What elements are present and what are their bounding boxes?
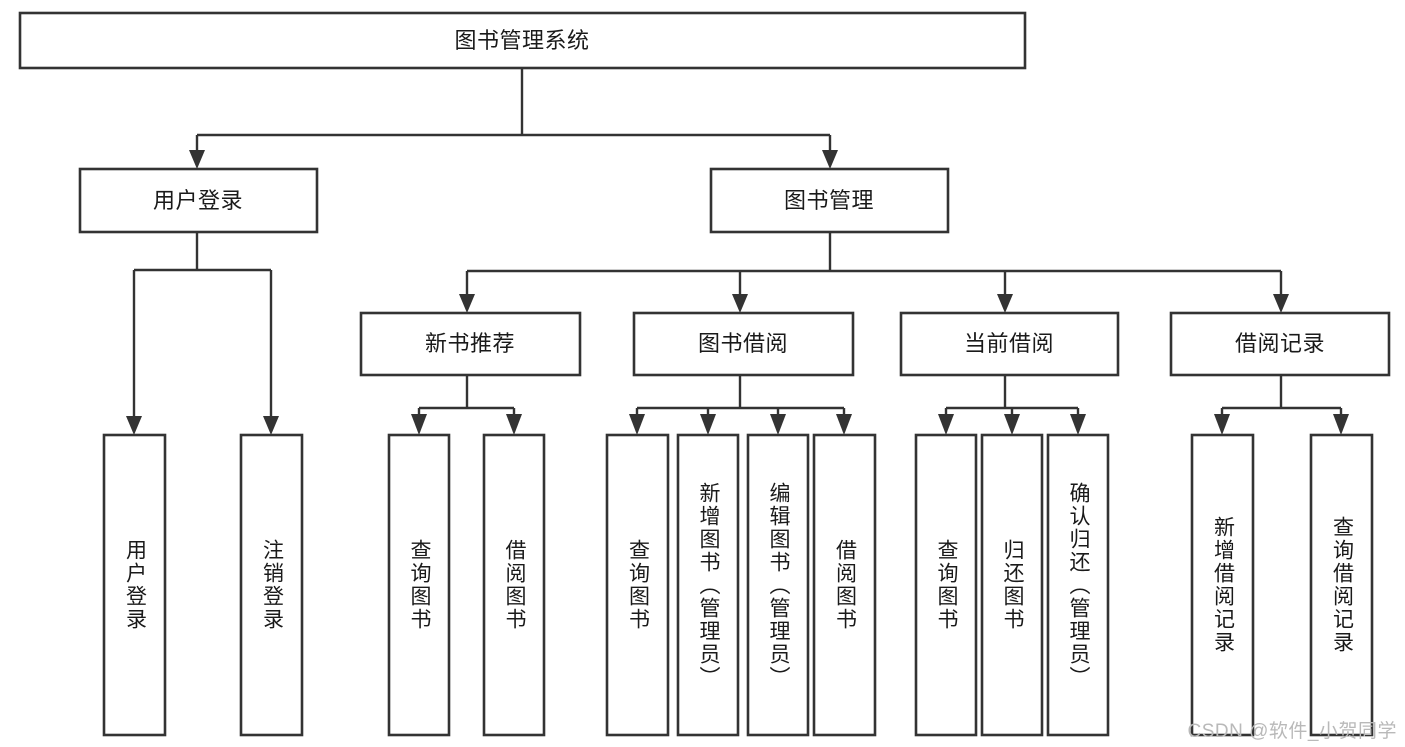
- node-user-login[interactable]: 用户登录: [78, 167, 319, 234]
- arrowhead-cb-confirm-return: [1070, 414, 1086, 435]
- leaf-box-bb-edit-book[interactable]: [746, 433, 810, 737]
- leaf-box-user-login[interactable]: [102, 433, 167, 737]
- node-root-label: 图书管理系统: [454, 28, 589, 53]
- node-book-management-label: 图书管理: [784, 188, 874, 213]
- node-new-book-recommend-label: 新书推荐: [425, 331, 515, 356]
- arrowhead-leaf-user-login: [126, 416, 142, 435]
- arrowhead-current-borrow: [997, 294, 1013, 313]
- connectors: [126, 68, 1349, 435]
- node-book-borrow[interactable]: 图书借阅: [632, 311, 855, 377]
- leaf-box-bb-query-book[interactable]: [605, 433, 670, 737]
- arrowhead-bb-borrow-book: [836, 414, 852, 435]
- node-root[interactable]: 图书管理系统: [18, 11, 1027, 70]
- arrowhead-book-borrow: [732, 294, 748, 313]
- arrowhead-nb-query-book: [411, 414, 427, 435]
- arrowhead-bb-add-book: [700, 414, 716, 435]
- leaf-box-nb-query-book[interactable]: [387, 433, 451, 737]
- leaf-boxes: [102, 433, 1374, 737]
- leaf-box-bb-borrow-book[interactable]: [812, 433, 877, 737]
- leaf-box-logout[interactable]: [239, 433, 304, 737]
- arrowhead-new-book: [459, 294, 475, 313]
- node-book-management-box[interactable]: [709, 167, 950, 234]
- leaf-box-br-query-record[interactable]: [1309, 433, 1374, 737]
- leaf-box-cb-query-book[interactable]: [914, 433, 978, 737]
- arrowhead-bb-query-book: [629, 414, 645, 435]
- node-user-login-box[interactable]: [78, 167, 319, 234]
- node-borrow-records-label: 借阅记录: [1235, 331, 1325, 356]
- arrowhead-nb-borrow-book: [506, 414, 522, 435]
- node-book-management[interactable]: 图书管理: [709, 167, 950, 234]
- node-current-borrow[interactable]: 当前借阅: [899, 311, 1120, 377]
- node-book-borrow-label: 图书借阅: [698, 331, 788, 356]
- node-user-login-label: 用户登录: [153, 188, 243, 213]
- node-new-book-recommend-box[interactable]: [359, 311, 582, 377]
- csdn-watermark: CSDN @软件_小贺同学: [1187, 721, 1397, 742]
- arrowhead-br-query-record: [1333, 414, 1349, 435]
- node-borrow-records[interactable]: 借阅记录: [1169, 311, 1391, 377]
- node-borrow-records-box[interactable]: [1169, 311, 1391, 377]
- node-new-book-recommend[interactable]: 新书推荐: [359, 311, 582, 377]
- arrowhead-cb-query-book: [938, 414, 954, 435]
- node-current-borrow-box[interactable]: [899, 311, 1120, 377]
- arrowhead-book-mgmt: [822, 150, 838, 169]
- node-root-box[interactable]: [18, 11, 1027, 70]
- arrowhead-leaf-logout: [263, 416, 279, 435]
- arrowhead-bb-edit-book: [770, 414, 786, 435]
- leaf-box-bb-add-book[interactable]: [676, 433, 740, 737]
- node-current-borrow-label: 当前借阅: [964, 331, 1054, 356]
- arrowhead-cb-return-book: [1004, 414, 1020, 435]
- arrowhead-user-login: [189, 150, 205, 169]
- node-book-borrow-box[interactable]: [632, 311, 855, 377]
- leaf-box-nb-borrow-book[interactable]: [482, 433, 546, 737]
- arrowhead-br-add-record: [1214, 414, 1230, 435]
- arrowhead-borrow-records: [1273, 294, 1289, 313]
- leaf-box-cb-confirm-return[interactable]: [1046, 433, 1110, 737]
- leaf-box-cb-return-book[interactable]: [980, 433, 1044, 737]
- leaf-box-br-add-record[interactable]: [1190, 433, 1255, 737]
